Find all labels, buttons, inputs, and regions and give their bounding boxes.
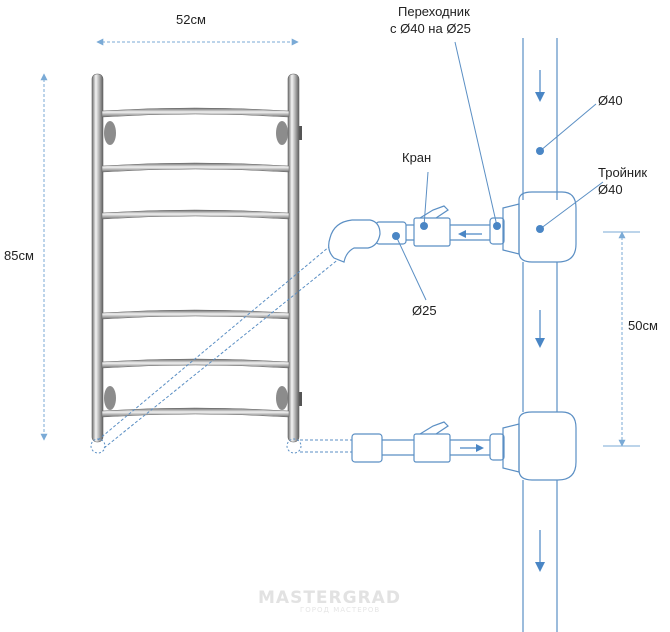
- lower-valve: [413, 433, 451, 463]
- tee-label-line1: Тройник: [598, 165, 648, 180]
- upper-elbow: [328, 219, 381, 263]
- branch-pipe-label: Ø25: [412, 303, 437, 318]
- adapter-label-line1: Переходник: [398, 4, 470, 19]
- lower-coupling: [351, 433, 383, 463]
- flow-arrow-right-icon: [476, 444, 484, 452]
- left-upright-tube: [91, 73, 104, 443]
- adapter-label-line2: с Ø40 на Ø25: [390, 21, 471, 36]
- watermark-tagline: ГОРОД МАСТЕРОВ: [300, 606, 381, 614]
- right-upright-tube: [287, 73, 300, 443]
- pipe-main-leader: [539, 103, 597, 152]
- width-label: 52см: [176, 12, 206, 27]
- wall-bracket-bottom-right: [276, 386, 288, 410]
- branch-pipe-leader: [395, 235, 427, 301]
- adapter-leader: [454, 41, 498, 227]
- rail-rung: [101, 209, 290, 220]
- valve-handle-icon: [419, 205, 449, 219]
- rail-rung: [101, 358, 290, 369]
- valve-leader: [423, 171, 429, 227]
- lower-tee-outlet: [502, 423, 520, 473]
- adapter-40-25: [489, 217, 505, 245]
- hidden-pipe-line-a: [97, 235, 343, 441]
- upper-branch: [328, 205, 505, 263]
- flow-arrow-down-icon: [535, 310, 545, 348]
- wall-bracket-bottom-left: [104, 386, 116, 410]
- flow-arrow-down-icon: [535, 70, 545, 102]
- right-outlet: [286, 438, 302, 454]
- main-riser-pipe: [522, 38, 558, 632]
- watermark-logo: MASTERGRAD: [258, 588, 401, 608]
- valve-handle-icon: [419, 421, 449, 435]
- wall-bracket-top-right: [276, 121, 288, 145]
- flow-arrow-down-icon: [535, 530, 545, 572]
- rail-rung: [101, 107, 290, 118]
- wall-bracket-top-left: [104, 121, 116, 145]
- upper-valve: [413, 217, 451, 247]
- flow-arrow-left-icon: [458, 230, 466, 238]
- tee-leader: [539, 181, 604, 230]
- leader-lines: [392, 41, 604, 301]
- left-outlet: [90, 438, 106, 454]
- tee-label-line2: Ø40: [598, 182, 623, 197]
- hidden-pipe-line-b: [103, 249, 351, 449]
- towel-rail: [90, 73, 302, 454]
- rail-rung: [101, 162, 290, 173]
- lower-branch: [351, 421, 505, 463]
- height-label: 85см: [4, 248, 34, 263]
- valve-label: Кран: [402, 150, 432, 165]
- spacing-label: 50см: [628, 318, 658, 333]
- rail-rung: [101, 309, 290, 320]
- lower-tee-fitting: [518, 411, 577, 481]
- adapter-40-25-lower: [489, 433, 505, 461]
- rail-rung: [101, 407, 290, 418]
- pipe-main-label: Ø40: [598, 93, 623, 108]
- upper-tee-fitting: [518, 191, 577, 263]
- upper-tee-outlet: [502, 203, 520, 255]
